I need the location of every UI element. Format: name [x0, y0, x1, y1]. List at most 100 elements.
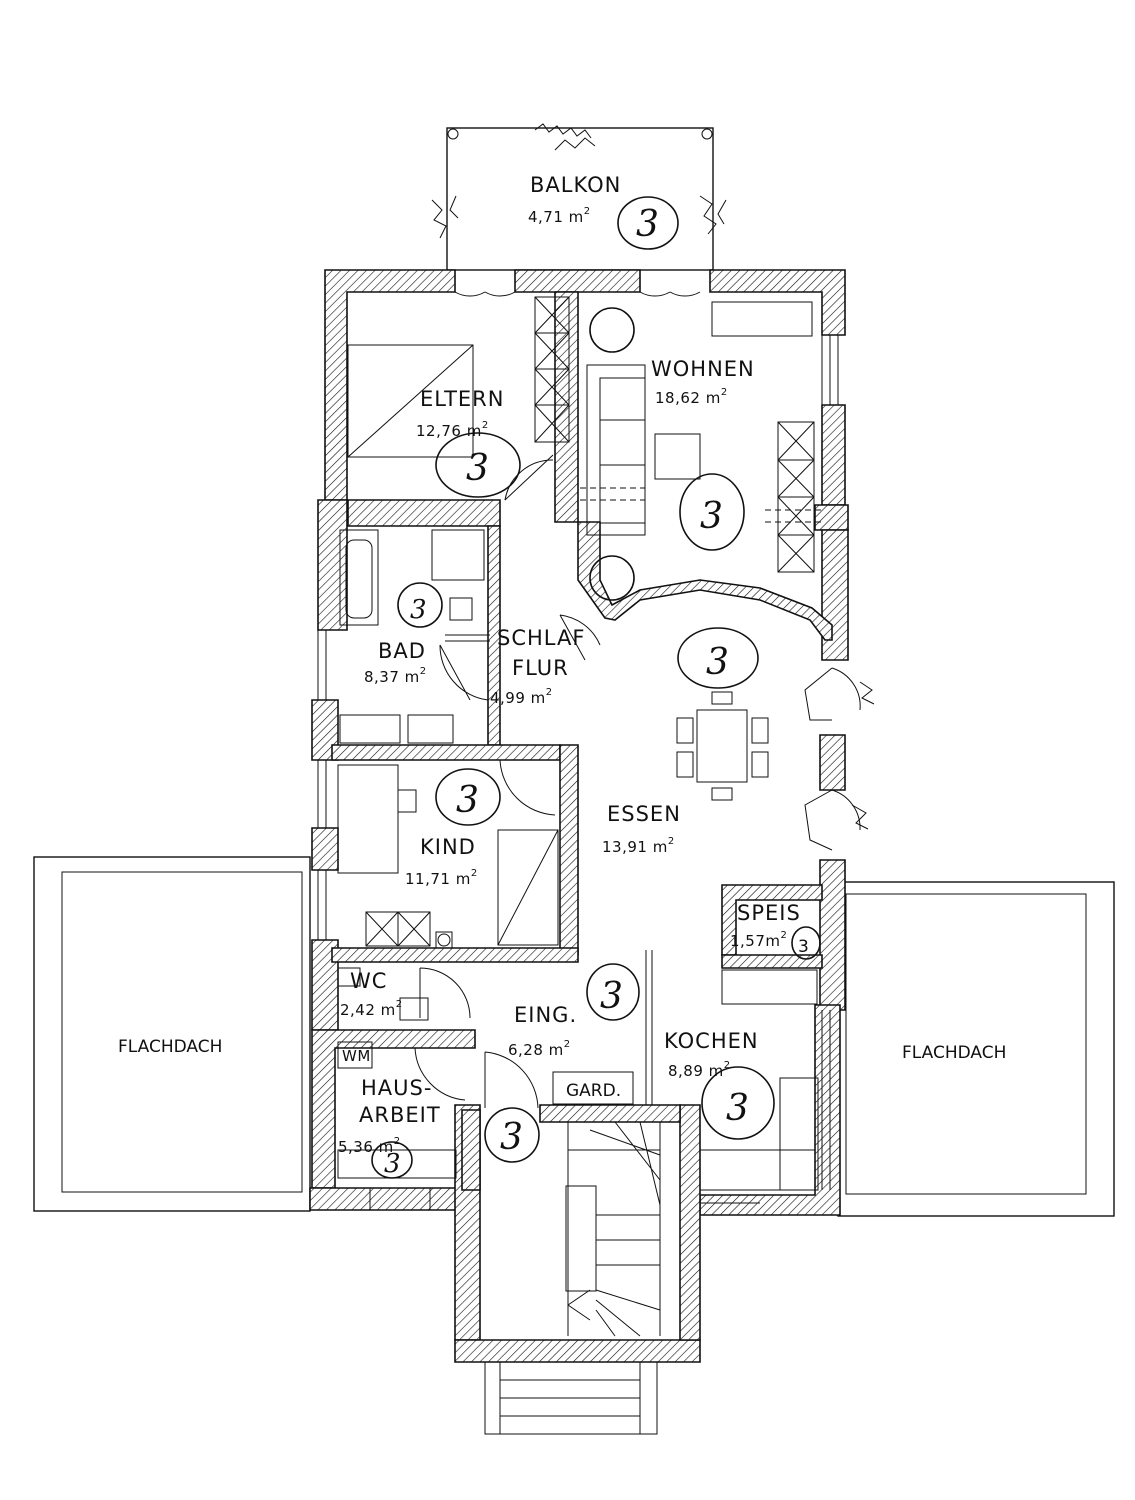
handwritten-mark: 3: [636, 204, 659, 245]
svg-text:13,91 m2: 13,91 m2: [602, 836, 675, 856]
handwritten-mark: 3: [798, 937, 809, 957]
handwritten-mark: 3: [384, 1149, 401, 1179]
balcony: [431, 123, 727, 271]
plant-icon: [851, 681, 875, 830]
room-area: 6,28 m: [508, 1041, 564, 1059]
room-kochen: KOCHEN 8,89 m2 3: [664, 1029, 775, 1140]
walls: [309, 269, 849, 1363]
plant-icon: [699, 195, 727, 235]
counter: [721, 969, 818, 1005]
svg-text:5,36 m2: 5,36 m2: [338, 1136, 401, 1156]
room-name: SPEIS: [737, 901, 801, 925]
coffee-table: [654, 433, 701, 480]
svg-text:12,76 m2: 12,76 m2: [416, 420, 489, 440]
shelf: [777, 421, 815, 573]
flat-roof-label: FLACHDACH: [902, 1043, 1006, 1063]
wardrobe: [552, 1071, 634, 1105]
room-balkon: BALKON 4,71 m2 3: [528, 173, 679, 250]
room-wohnen: WOHNEN 18,62 m2 3: [651, 357, 755, 551]
handwritten-circle: [679, 473, 745, 551]
handwritten-mark: 3: [700, 496, 723, 537]
bathtub: [339, 529, 379, 626]
handwritten-circle: [791, 926, 821, 960]
washing-machine: [337, 1041, 373, 1069]
room-area: 13,91 m: [602, 838, 668, 856]
wardrobe: [534, 296, 570, 443]
room-area: 4,71 m: [528, 208, 584, 226]
svg-text:18,62 m2: 18,62 m2: [655, 387, 728, 407]
furniture: [337, 296, 822, 1435]
room-area: 18,62 m: [655, 389, 721, 407]
svg-text:8,89 m2: 8,89 m2: [668, 1060, 731, 1080]
svg-text:6,28 m2: 6,28 m2: [508, 1039, 571, 1059]
room-name: WOHNEN: [651, 357, 755, 381]
room-name: ESSEN: [607, 802, 681, 826]
dining-table: [676, 691, 769, 801]
handwritten-circle: [397, 582, 443, 628]
handwritten-mark: 3: [466, 448, 489, 489]
room-area: 8,89 m: [668, 1062, 724, 1080]
sink: [407, 714, 454, 744]
shower: [431, 529, 485, 581]
room-wc: WC 2,42 m2: [340, 969, 403, 1019]
room-name: ARBEIT: [359, 1103, 441, 1127]
handwritten-circle: [484, 1107, 540, 1163]
counter: [779, 1077, 819, 1191]
handwritten-mark: 3: [600, 976, 623, 1017]
room-area: 5,36 m: [338, 1138, 394, 1156]
handwritten-circle: [435, 768, 501, 826]
room-name: BALKON: [530, 173, 621, 197]
room-hausarbeit: HAUS- ARBEIT 5,36 m2 3: [338, 1076, 441, 1179]
room-area: 1,57m: [730, 932, 781, 950]
svg-text:1,57m2: 1,57m2: [730, 930, 787, 950]
flat-roof-label: FLACHDACH: [118, 1037, 222, 1057]
svg-text:2,42 m2: 2,42 m2: [340, 999, 403, 1019]
room-area: 11,71 m: [405, 870, 471, 888]
sofa: [586, 364, 646, 536]
room-name: HAUS-: [361, 1076, 432, 1100]
room-eing: EING. 3 6,28 m2: [508, 963, 640, 1059]
room-name: WC: [350, 969, 387, 993]
svg-text:4,99 m2: 4,99 m2: [490, 687, 553, 707]
desk: [337, 764, 399, 874]
room-schlafflur: SCHLAF FLUR 4,99 m2: [490, 626, 585, 707]
handwritten-circle: [586, 963, 640, 1021]
room-eltern: ELTERN 12,76 m2 3: [416, 387, 521, 498]
doors: [414, 285, 875, 1109]
room-name: BAD: [378, 639, 426, 663]
room-area: 12,76 m: [416, 422, 482, 440]
room-name: KOCHEN: [664, 1029, 759, 1053]
handwritten-circle: [701, 1066, 775, 1140]
cabinet: [365, 911, 431, 947]
armchair: [589, 307, 635, 353]
room-area: 4,99 m: [490, 689, 546, 707]
sink: [339, 714, 401, 744]
room-bad: 3 BAD 8,37 m2: [364, 582, 443, 686]
garderobe-label: GARD.: [566, 1081, 621, 1101]
room-kind: 3 KIND 11,71 m2: [405, 768, 501, 888]
flat-roof-left: [33, 856, 311, 1212]
handwritten-circle: [617, 196, 679, 250]
room-essen: 3 ESSEN 13,91 m2: [602, 627, 759, 856]
armchair: [589, 555, 635, 601]
room-name: SCHLAF: [497, 626, 585, 650]
handwritten-mark: 3: [726, 1088, 749, 1129]
room-name: ELTERN: [420, 387, 504, 411]
handwritten-mark: 3: [410, 595, 427, 625]
handwritten-circle: [435, 432, 521, 498]
room-area: 2,42 m: [340, 1001, 396, 1019]
handwritten-mark: 3: [456, 780, 479, 821]
svg-text:11,71 m2: 11,71 m2: [405, 868, 478, 888]
sideboard: [711, 301, 813, 337]
toilet: [449, 597, 473, 621]
room-stair: 3: [484, 1107, 540, 1163]
room-name: KIND: [420, 835, 476, 859]
plant-icon: [431, 195, 459, 239]
room-name: EING.: [514, 1003, 577, 1027]
handwritten-circle: [371, 1141, 413, 1179]
windows: [317, 335, 839, 1210]
entry-steps: [484, 1361, 658, 1435]
washing-machine-label: WM: [342, 1047, 371, 1065]
svg-text:8,37 m2: 8,37 m2: [364, 666, 427, 686]
